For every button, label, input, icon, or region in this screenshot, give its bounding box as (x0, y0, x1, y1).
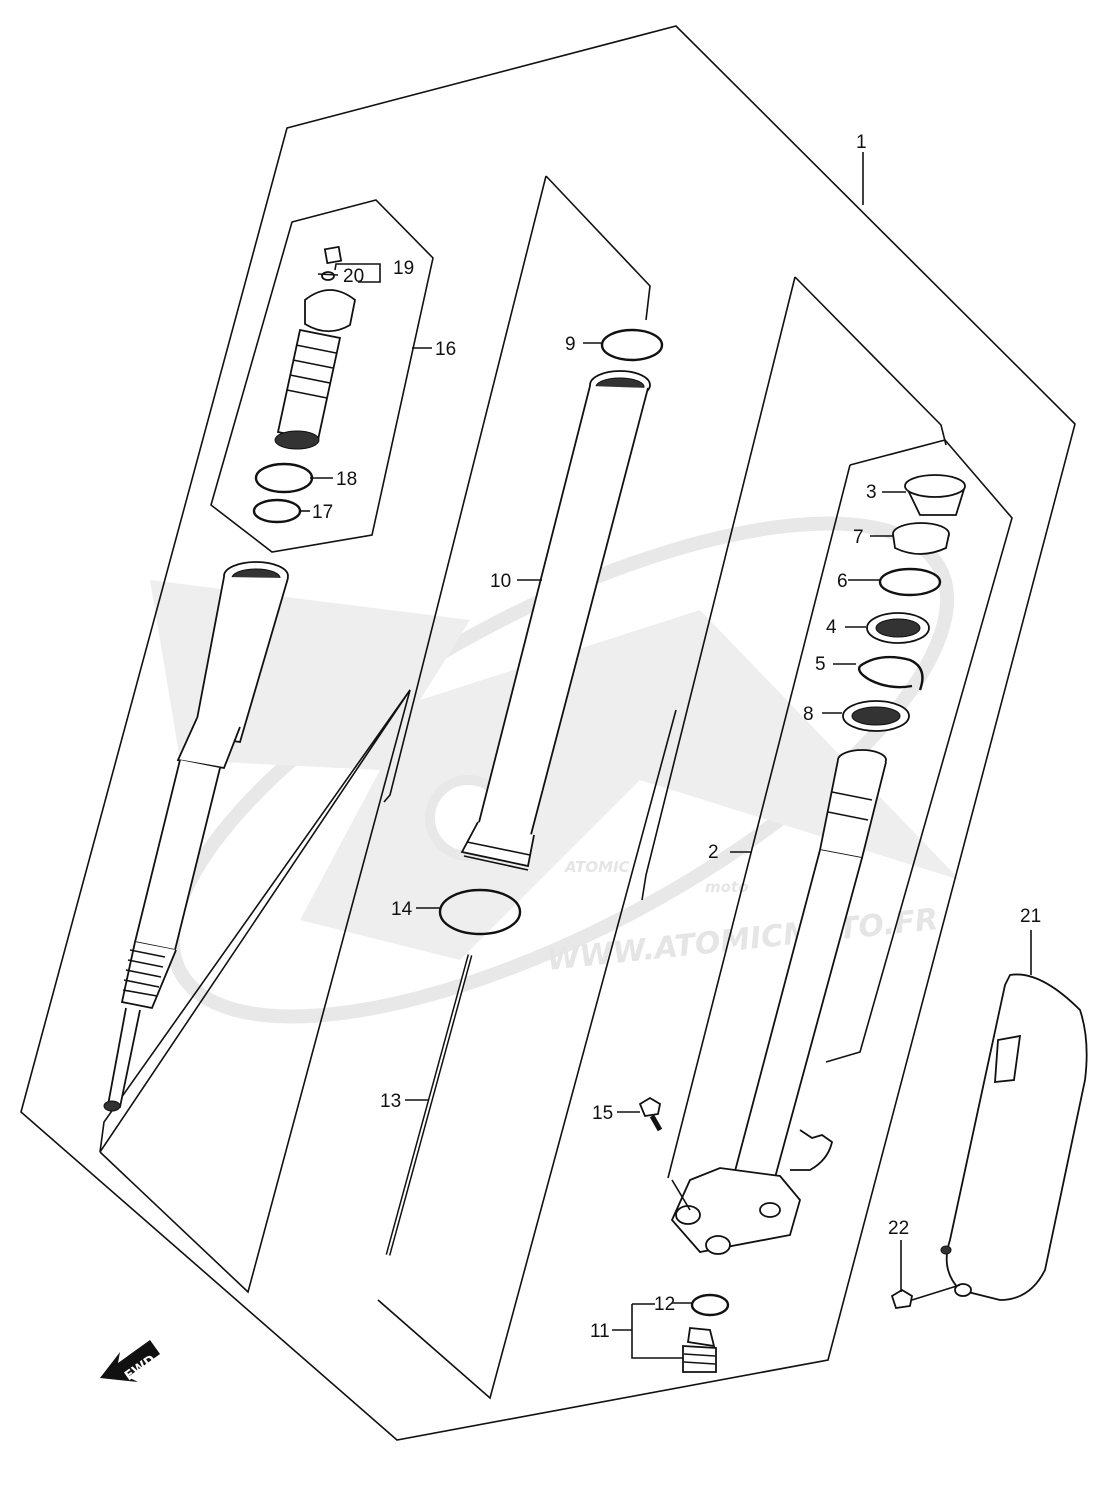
callout-22: 22 (888, 1218, 909, 1239)
panel-right-outer (794, 276, 947, 446)
drain-bolt-11 (682, 1327, 717, 1373)
bushing-7 (892, 522, 950, 555)
panel-inner-rod (99, 689, 411, 1153)
callout-8: 8 (803, 704, 814, 725)
callout-6: 6 (837, 571, 848, 592)
callout-3: 3 (866, 482, 877, 503)
callout-1: 1 (856, 132, 867, 153)
callout-5: 5 (815, 654, 826, 675)
callout-7: 7 (853, 527, 864, 548)
callout-labels: 1 2 3 4 5 6 7 8 9 10 11 12 13 14 15 16 1… (312, 132, 1041, 1342)
callout-20: 20 (343, 266, 364, 287)
gasket-12 (690, 1293, 730, 1317)
bushing-3 (904, 474, 966, 516)
watermark-url: WWW.ATOMICMOTO.FR (545, 902, 940, 978)
leader-lines (300, 152, 1032, 1359)
o-ring-14 (438, 888, 522, 936)
panel-middle (545, 175, 651, 321)
inner-fork-tube (103, 561, 289, 1112)
callout-19: 19 (393, 258, 414, 279)
panel-right-left-edge (641, 276, 796, 901)
panel-middle-low (377, 709, 677, 1400)
dust-seal-8 (842, 700, 910, 732)
o-ring-17 (252, 498, 302, 524)
oil-seal-4 (866, 612, 930, 644)
callout-14: 14 (391, 899, 413, 920)
cartridge-inset-frame (210, 199, 434, 553)
watermark-sub: moto (705, 878, 748, 896)
panel-right-inner (825, 439, 1013, 1063)
o-ring-18 (254, 462, 314, 494)
circlip-5 (857, 655, 924, 691)
callout-12: 12 (654, 1294, 675, 1315)
washer-6 (878, 567, 942, 597)
callout-13: 13 (380, 1091, 401, 1112)
damper-cartridge (274, 245, 356, 450)
bolt-22 (890, 1284, 961, 1309)
panel-right-inner-left (667, 464, 851, 1179)
o-ring-9 (600, 328, 664, 362)
callout-4: 4 (826, 617, 837, 638)
panel-left (99, 689, 411, 1294)
watermark-brand: ATOMIC (564, 858, 630, 876)
fwd-direction-arrow: FWD (100, 1340, 160, 1384)
callout-9: 9 (565, 334, 576, 355)
outer-fork-tube (460, 370, 651, 871)
fork-guard-21 (940, 973, 1088, 1301)
bolt-15 (638, 1096, 663, 1132)
callout-21: 21 (1020, 906, 1041, 927)
panel-middle-bottom (383, 175, 547, 803)
callout-11: 11 (590, 1321, 610, 1342)
callout-10: 10 (490, 571, 511, 592)
callout-16: 16 (435, 339, 456, 360)
callout-2: 2 (708, 842, 719, 863)
outer-tube-axle-holder (670, 749, 887, 1255)
assembly-frame-outer (20, 25, 1076, 1441)
callout-18: 18 (336, 469, 357, 490)
callout-17: 17 (312, 502, 333, 523)
callout-15: 15 (592, 1103, 613, 1124)
